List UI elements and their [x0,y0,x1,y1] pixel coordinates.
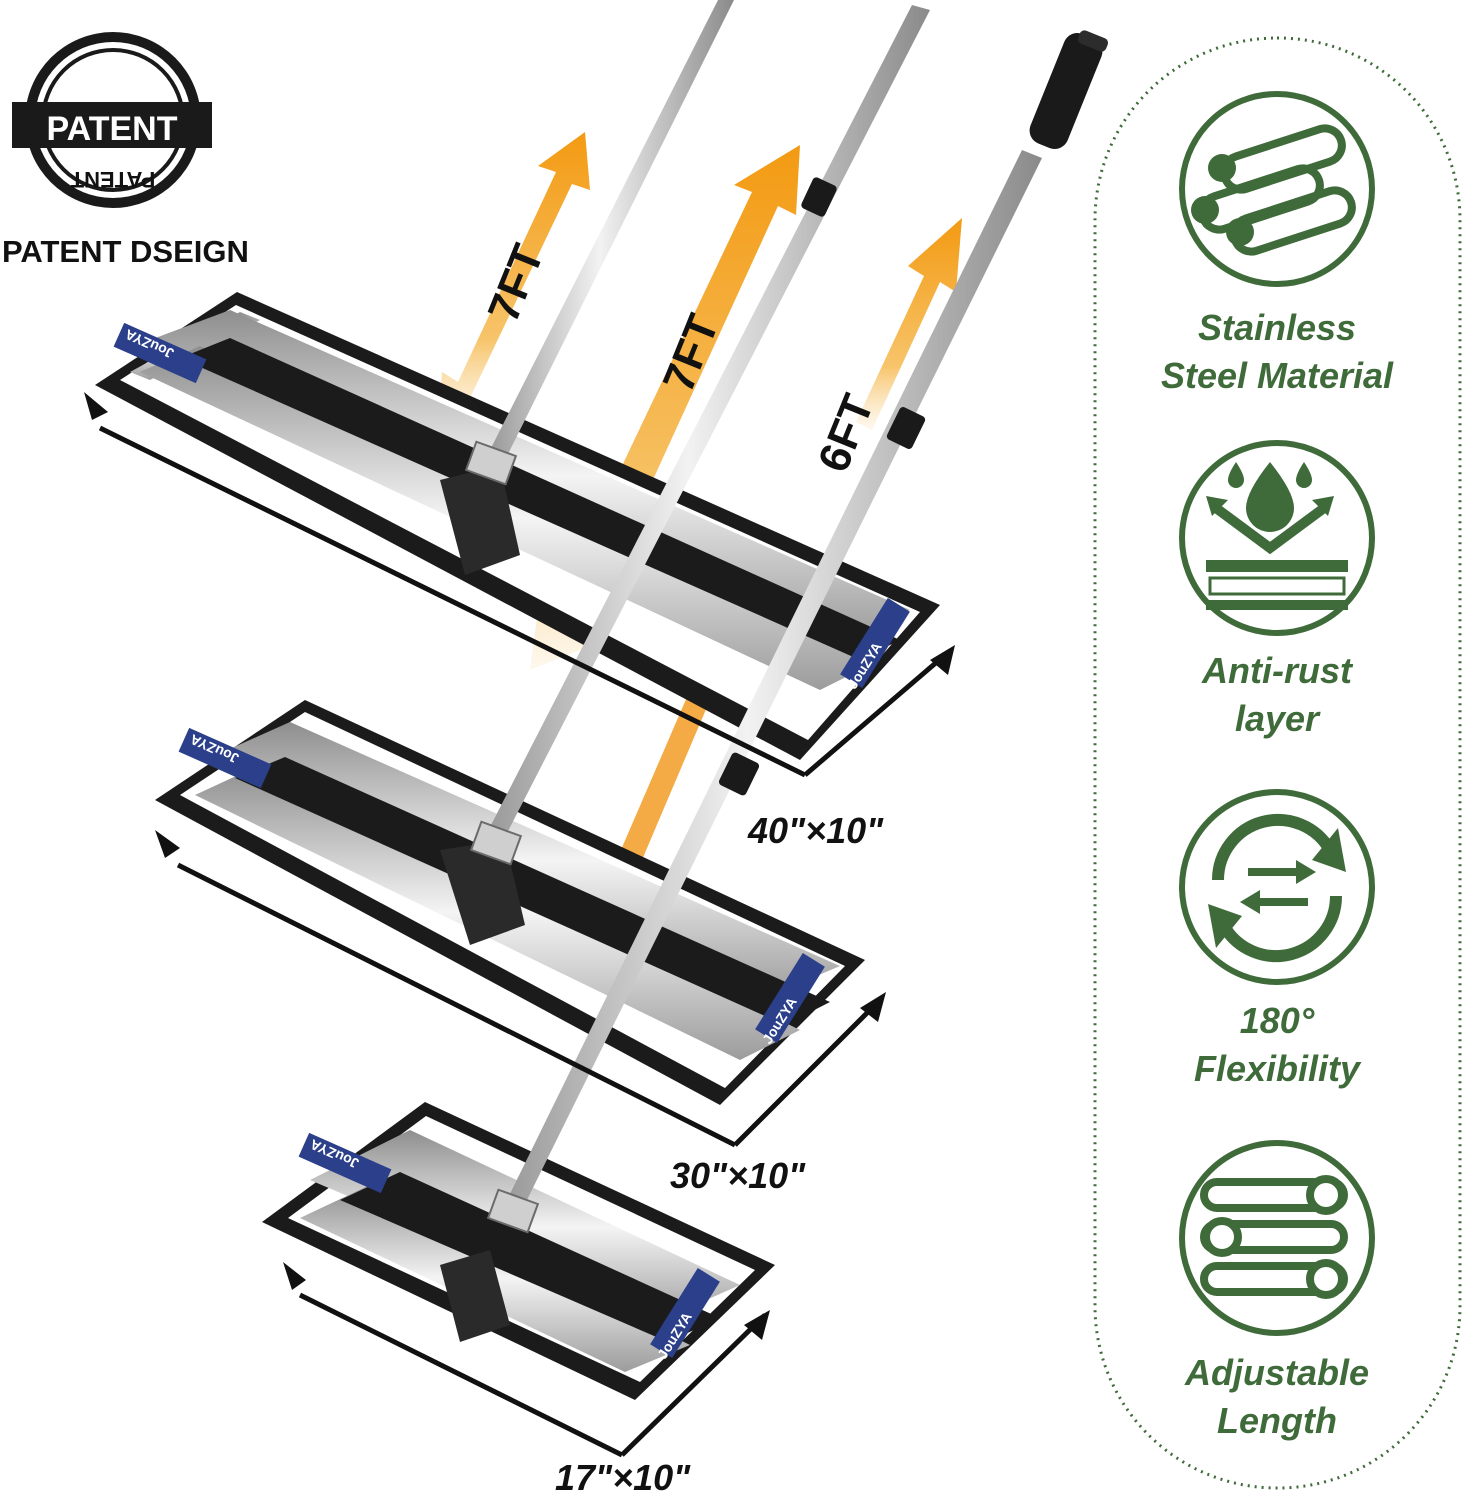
feature-steel-line1: Stainless [1198,307,1356,348]
feature-flexibility-line1: 180° [1240,1000,1315,1041]
feature-steel: Stainless Steel Material [1161,91,1394,396]
feature-anti-rust: Anti-rust layer [1179,440,1375,739]
feature-anti-rust-line1: Anti-rust [1201,650,1354,691]
patent-badge: PATENT PATENT PATENT DSEIGN [2,32,249,269]
patent-seal-icon [12,32,212,208]
badge-caption: PATENT DSEIGN [2,234,249,269]
badge-arc-text: PATENT [70,167,155,192]
rake-medium: JouZYA JouZYA [155,700,865,1105]
feature-flexibility-line2: Flexibility [1194,1048,1362,1089]
height-arrow-right [856,218,962,430]
pole-left [490,0,734,458]
height-arrow-left [438,132,590,428]
size-label-medium: 30"×10" [670,1155,806,1196]
size-label-small: 17"×10" [555,1457,691,1498]
adjustable-length-icon [1179,1140,1375,1336]
pole-right-handle-grip [1029,33,1103,149]
feature-panel-border [1093,36,1462,1490]
anti-rust-icon [1179,440,1375,636]
feature-adjustable-line1: Adjustable [1184,1352,1369,1393]
feature-anti-rust-line2: layer [1235,698,1321,739]
feature-steel-line2: Steel Material [1161,355,1394,396]
feature-adjustable: Adjustable Length [1179,1140,1375,1441]
height-label-left: 7FT [479,238,554,329]
feature-flexibility: 180° Flexibility [1179,789,1375,1089]
rotation-icon [1179,789,1375,985]
feature-adjustable-line2: Length [1217,1400,1337,1441]
rake-medium-rod-1 [205,722,840,1000]
poles [464,0,1109,1234]
dimension-lines [84,392,955,1458]
rake-small: JouZYA JouZYA [262,1102,775,1400]
badge-main-text: PATENT [47,110,178,148]
steel-pipes-icon [1179,91,1375,287]
feature-panel: Stainless Steel Material Anti-rust layer [1093,36,1462,1490]
size-label-large: 40"×10" [747,810,884,851]
rake-large: JouZYA JouZYA [95,292,940,760]
